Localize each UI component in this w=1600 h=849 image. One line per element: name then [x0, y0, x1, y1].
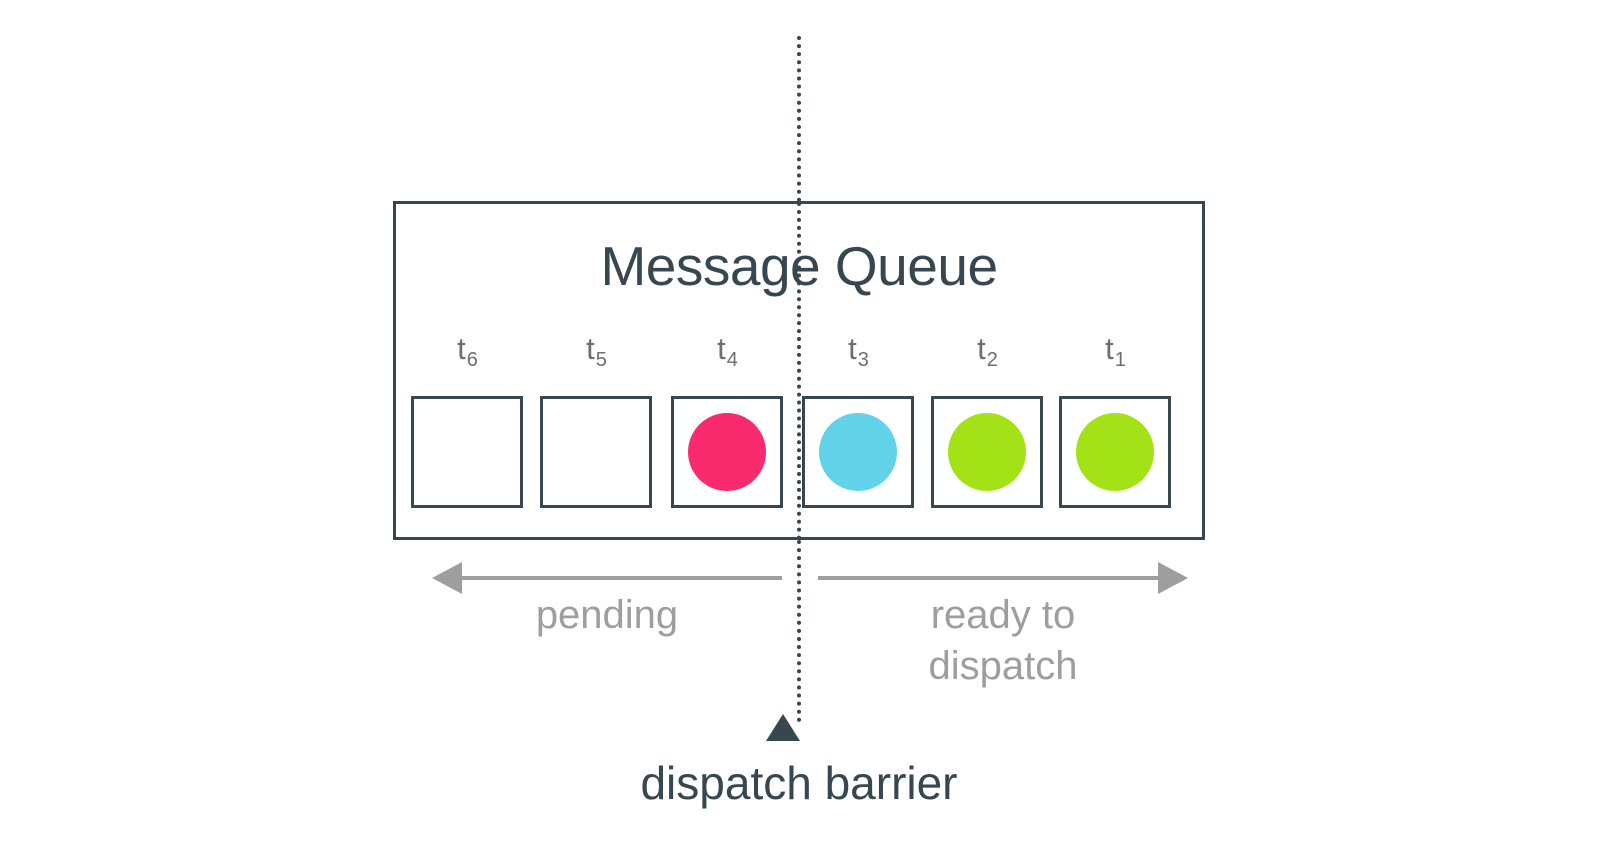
slot-label-t1-subscript: 1 — [1114, 349, 1126, 371]
pending-arrow — [432, 556, 782, 600]
slot-label-t2-text: t — [977, 331, 986, 366]
barrier-dotted-line-middle — [797, 202, 801, 540]
pending-region-label: pending — [535, 593, 679, 637]
slot-label-t3: t3 — [802, 331, 914, 372]
slot-label-t4: t4 — [671, 331, 783, 372]
barrier-dotted-line-top — [797, 36, 801, 202]
slot-label-t2: t2 — [931, 331, 1043, 372]
slot-label-t1-text: t — [1105, 331, 1114, 366]
dispatch-barrier-caption: dispatch barrier — [640, 757, 958, 809]
up-triangle-icon — [766, 714, 800, 741]
slot-label-t5-text: t — [586, 331, 595, 366]
slot-label-t3-text: t — [848, 331, 857, 366]
slot-label-t1: t1 — [1059, 331, 1171, 372]
slot-label-t6-subscript: 6 — [466, 349, 478, 371]
slot-label-t6-text: t — [457, 331, 466, 366]
green-message-icon-t2 — [948, 413, 1026, 491]
queue-slot-t3[interactable] — [802, 396, 914, 508]
slot-label-t3-subscript: 3 — [857, 349, 869, 371]
slot-label-t6: t6 — [411, 331, 523, 372]
ready-to-dispatch-region-label: ready to dispatch — [818, 590, 1188, 692]
slot-label-t4-subscript: 4 — [726, 349, 738, 371]
slot-label-t4-text: t — [717, 331, 726, 366]
cyan-message-icon — [819, 413, 897, 491]
message-queue-title: Message Queue — [600, 235, 998, 297]
barrier-dotted-line-bottom — [797, 540, 801, 722]
queue-slot-t2[interactable] — [931, 396, 1043, 508]
ready-to-dispatch-arrow — [818, 556, 1188, 600]
queue-slot-t6[interactable] — [411, 396, 523, 508]
green-message-icon-t1 — [1076, 413, 1154, 491]
pending-arrow-shaft — [458, 576, 782, 580]
ready-to-dispatch-label-line1: ready to — [930, 593, 1076, 637]
message-queue-box — [393, 201, 1205, 540]
slot-label-t5: t5 — [540, 331, 652, 372]
arrow-left-icon — [432, 562, 462, 594]
queue-slot-t5[interactable] — [540, 396, 652, 508]
ready-arrow-shaft — [818, 576, 1162, 580]
pink-message-icon — [688, 413, 766, 491]
ready-to-dispatch-label-line2: dispatch — [928, 644, 1078, 688]
slot-label-t5-subscript: 5 — [595, 349, 607, 371]
queue-slot-t1[interactable] — [1059, 396, 1171, 508]
arrow-right-icon — [1158, 562, 1188, 594]
queue-slot-t4[interactable] — [671, 396, 783, 508]
slot-label-t2-subscript: 2 — [986, 349, 998, 371]
